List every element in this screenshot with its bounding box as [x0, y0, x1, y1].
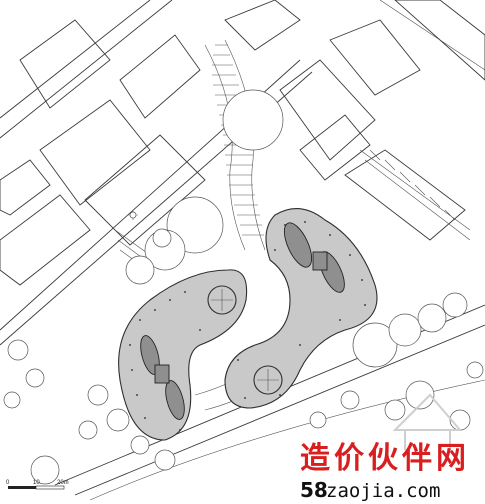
- trees: [3, 89, 484, 485]
- watermark-domain-prefix: 58: [300, 478, 328, 502]
- right-tower: [224, 208, 378, 409]
- watermark-chinese: 造价伙伴网: [300, 441, 470, 476]
- watermark: 造价伙伴网 58 zaojia.com: [300, 393, 470, 502]
- scale-label-zero: 0: [6, 480, 10, 486]
- scale-label-mid: 10: [33, 480, 40, 486]
- watermark-domain-suffix: zaojia.com: [326, 480, 440, 502]
- building-footprints: [0, 0, 485, 286]
- north-marker: [128, 210, 138, 220]
- scale-label-end: 20m: [57, 480, 69, 486]
- column-dots: [129, 221, 366, 431]
- scale-bar: 0 10 20m: [6, 480, 69, 490]
- proposed-buildings: [118, 208, 378, 441]
